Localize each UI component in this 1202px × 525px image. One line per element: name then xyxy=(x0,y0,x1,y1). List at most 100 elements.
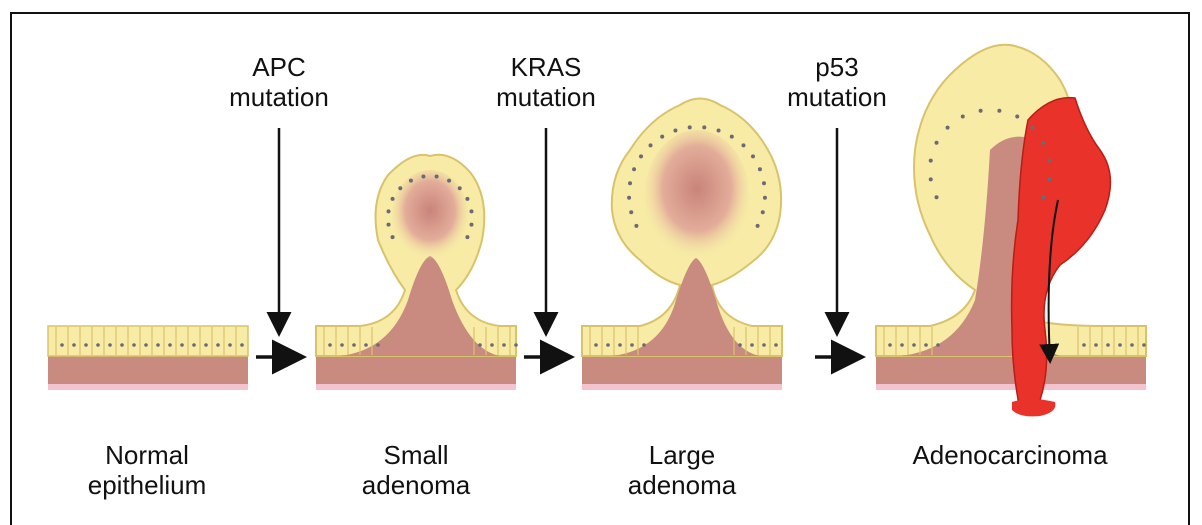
mutation-label-kras: KRAS mutation xyxy=(496,52,596,112)
basement-membrane xyxy=(48,384,248,390)
stage-label-small-adenoma: Small adenoma xyxy=(362,440,470,500)
cell-nucleus xyxy=(946,126,950,130)
cell-nucleus xyxy=(387,209,391,213)
cell-nucleus xyxy=(1142,343,1146,347)
cell-nucleus xyxy=(490,343,494,347)
cell-nucleus xyxy=(391,235,395,239)
cell-nucleus xyxy=(935,141,939,145)
cell-nucleus xyxy=(478,343,482,347)
cell-nucleus xyxy=(688,125,692,129)
cell-nucleus xyxy=(84,343,88,347)
mutation-gene: KRAS xyxy=(496,52,596,82)
cell-nucleus xyxy=(72,343,76,347)
cell-nucleus xyxy=(632,167,636,171)
cell-nucleus xyxy=(979,109,983,113)
cell-nucleus xyxy=(649,143,653,147)
cell-nucleus xyxy=(1047,159,1051,163)
cell-nucleus xyxy=(594,343,598,347)
stroma-layer xyxy=(48,356,248,384)
normal-epithelium-illustration xyxy=(48,326,248,390)
mutation-word: mutation xyxy=(229,82,329,112)
cell-nucleus xyxy=(888,343,892,347)
cell-nucleus xyxy=(1041,195,1045,199)
cell-nucleus xyxy=(673,129,677,133)
cell-nucleus xyxy=(1030,126,1034,130)
cell-nucleus xyxy=(935,195,939,199)
basement-membrane xyxy=(316,384,516,390)
cell-nucleus xyxy=(717,129,721,133)
cell-nucleus xyxy=(634,224,638,228)
cell-nucleus xyxy=(180,343,184,347)
cell-nucleus xyxy=(762,343,766,347)
cell-nucleus xyxy=(216,343,220,347)
cell-nucleus xyxy=(502,343,506,347)
cell-nucleus xyxy=(639,154,643,158)
stage-label-adenocarcinoma: Adenocarcinoma xyxy=(912,440,1107,470)
cell-nucleus xyxy=(469,209,473,213)
stage-label-large-adenoma: Large adenoma xyxy=(628,440,736,500)
cell-nucleus xyxy=(96,343,100,347)
cell-nucleus xyxy=(628,181,632,185)
cell-nucleus xyxy=(340,343,344,347)
cell-nucleus xyxy=(606,343,610,347)
stage-line-2: adenoma xyxy=(628,470,736,500)
cell-nucleus xyxy=(758,167,762,171)
cell-nucleus xyxy=(240,343,244,347)
stroma-layer xyxy=(876,356,1146,384)
cell-nucleus xyxy=(761,210,765,214)
cell-nucleus xyxy=(376,343,380,347)
adenoma-core xyxy=(645,130,749,260)
cell-nucleus xyxy=(458,186,462,190)
cell-nucleus xyxy=(912,343,916,347)
cell-nucleus xyxy=(629,210,633,214)
mutation-label-p53: p53 mutation xyxy=(787,52,887,112)
cell-nucleus xyxy=(929,177,933,181)
mutation-gene: p53 xyxy=(787,52,887,82)
large-adenoma-illustration xyxy=(582,99,782,391)
epithelial-layer xyxy=(48,326,248,356)
basement-membrane xyxy=(582,384,782,390)
cell-nucleus xyxy=(630,343,634,347)
cell-nucleus xyxy=(192,343,196,347)
cell-nucleus xyxy=(1015,115,1019,119)
cell-nucleus xyxy=(1130,343,1134,347)
cell-nucleus xyxy=(627,196,631,200)
cell-nucleus xyxy=(762,181,766,185)
cell-nucleus xyxy=(447,179,451,183)
cell-nucleus xyxy=(1094,343,1098,347)
stage-line-1: Normal xyxy=(88,440,207,470)
cell-nucleus xyxy=(409,179,413,183)
cell-nucleus xyxy=(751,154,755,158)
adenoma-core xyxy=(392,170,468,260)
cell-nucleus xyxy=(756,224,760,228)
cell-nucleus xyxy=(132,343,136,347)
cell-nucleus xyxy=(514,343,518,347)
stroma-layer xyxy=(582,356,782,384)
tumor-fragment xyxy=(1012,399,1055,416)
stage-label-normal: Normal epithelium xyxy=(88,440,207,500)
cell-nucleus xyxy=(730,135,734,139)
cell-nucleus xyxy=(391,197,395,201)
cell-nucleus xyxy=(352,343,356,347)
cell-nucleus xyxy=(465,235,469,239)
stage-line-2: epithelium xyxy=(88,470,207,500)
stage-line-1: Small xyxy=(362,440,470,470)
mutation-word: mutation xyxy=(496,82,596,112)
cell-nucleus xyxy=(168,343,172,347)
small-adenoma-illustration xyxy=(316,155,518,390)
cell-nucleus xyxy=(738,343,742,347)
cell-nucleus xyxy=(961,115,965,119)
stroma-layer xyxy=(316,356,516,384)
cell-nucleus xyxy=(144,343,148,347)
cell-nucleus xyxy=(387,223,391,227)
cell-nucleus xyxy=(741,143,745,147)
cell-nucleus xyxy=(1082,343,1086,347)
cell-nucleus xyxy=(702,125,706,129)
cell-nucleus xyxy=(642,343,646,347)
cell-nucleus xyxy=(774,343,778,347)
cell-nucleus xyxy=(469,223,473,227)
cell-nucleus xyxy=(108,343,112,347)
cell-nucleus xyxy=(60,343,64,347)
cell-nucleus xyxy=(120,343,124,347)
mutation-gene: APC xyxy=(229,52,329,82)
